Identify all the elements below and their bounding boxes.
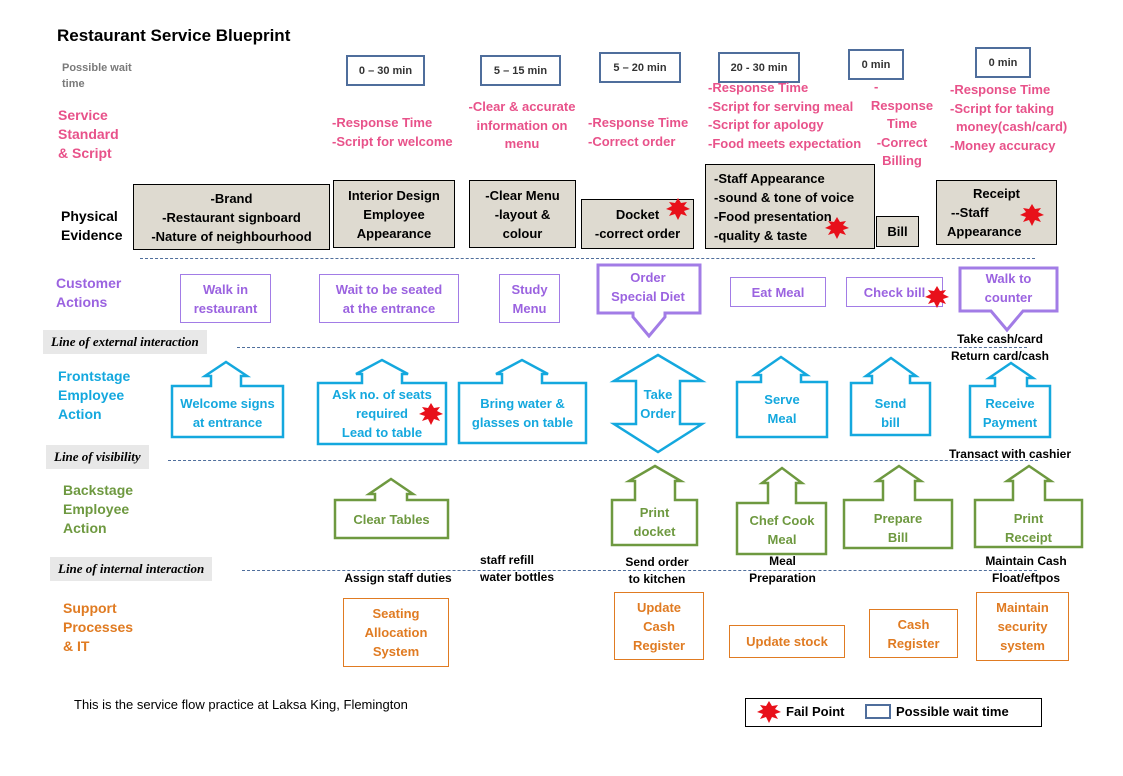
- line-external-interaction: [237, 347, 1027, 348]
- row-label-customer: Customer Actions: [56, 275, 122, 310]
- wait-time-box: 20 - 30 min: [718, 52, 800, 83]
- print-docket-arrow-box: [610, 464, 699, 547]
- wait-time-box: 0 min: [848, 49, 904, 80]
- row-label-standard: Service Standard & Script: [58, 107, 119, 161]
- standard-welcome: -Response Time-Script for welcome: [332, 115, 453, 149]
- wait-time-box: 5 – 20 min: [599, 52, 681, 83]
- row-label-wait-time: Possible wait time: [62, 62, 132, 90]
- serve-meal-arrow-box: [735, 355, 829, 439]
- line-internal-interaction: [242, 570, 1037, 571]
- note-transact: Transact with cashier: [948, 447, 1072, 461]
- line-label-visibility: Line of visibility: [46, 445, 149, 469]
- wait-time-legend-icon: [865, 704, 891, 719]
- standard-order: -Response Time-Correct order: [588, 115, 689, 149]
- frontstage-bring-water: Bring water &glasses on table: [471, 396, 574, 430]
- physical-bill: Bill: [876, 216, 919, 247]
- wait-time-box: 0 min: [975, 47, 1031, 78]
- fail-point-icon: [419, 403, 443, 425]
- divider-physical: [140, 258, 1035, 259]
- fail-point-icon: [1020, 204, 1044, 226]
- ask-seats-arrow-box: [316, 358, 448, 446]
- row-label-backstage: Backstage Employee Action: [63, 482, 134, 536]
- receive-payment-arrow-box: [968, 361, 1052, 439]
- page-title: Restaurant Service Blueprint: [57, 26, 291, 45]
- walk-counter-arrow-box: [958, 266, 1059, 333]
- order-arrow-box: [596, 263, 702, 339]
- backstage-clear-tables: Clear Tables: [353, 512, 430, 527]
- line-label-internal: Line of internal interaction: [50, 557, 213, 581]
- fail-point-icon: [757, 701, 781, 723]
- row-label-physical: Physical Evidence: [61, 208, 123, 243]
- fail-point-icon: [666, 198, 690, 220]
- clear-tables-arrow-box: [333, 477, 450, 540]
- prepare-bill-arrow-box: [842, 464, 954, 550]
- physical-food: -Staff Appearance-sound & tone of voice-…: [705, 164, 875, 249]
- line-visibility: [168, 460, 1038, 461]
- print-receipt-arrow-box: [973, 464, 1084, 549]
- send-bill-arrow-box: [849, 356, 932, 437]
- physical-brand: -Brand-Restaurant signboard-Nature of ne…: [133, 184, 330, 250]
- line-label-external: Line of external interaction: [43, 330, 207, 354]
- row-label-support: Support Processes & IT: [63, 600, 134, 654]
- wait-time-box: 5 – 15 min: [480, 55, 561, 86]
- note-assign-duties: Assign staff duties: [344, 571, 452, 585]
- wait-time-box: 0 – 30 min: [346, 55, 425, 86]
- footer-note: This is the service flow practice at Lak…: [74, 697, 408, 712]
- standard-meal: -Response Time-Script for serving meal-S…: [708, 80, 862, 151]
- support-update-stock: Update stock: [729, 625, 845, 658]
- row-label-frontstage: Frontstage Employee Action: [58, 368, 131, 422]
- customer-check-bill: Check bill: [846, 277, 943, 307]
- welcome-arrow-box: [170, 360, 285, 439]
- customer-eat-meal: Eat Meal: [730, 277, 826, 307]
- chef-cook-arrow-box: [735, 466, 828, 556]
- take-order-double-arrow: [609, 353, 707, 454]
- bring-water-arrow-box: [457, 358, 588, 445]
- fail-point-icon: [825, 217, 849, 239]
- legend: Fail Point Possible wait time: [745, 698, 1042, 727]
- legend-fail-label: Fail Point: [786, 704, 845, 719]
- physical-menu: -Clear Menu-layout &colour: [469, 180, 576, 248]
- legend-wait-label: Possible wait time: [896, 704, 1009, 719]
- fail-point-icon: [925, 286, 949, 308]
